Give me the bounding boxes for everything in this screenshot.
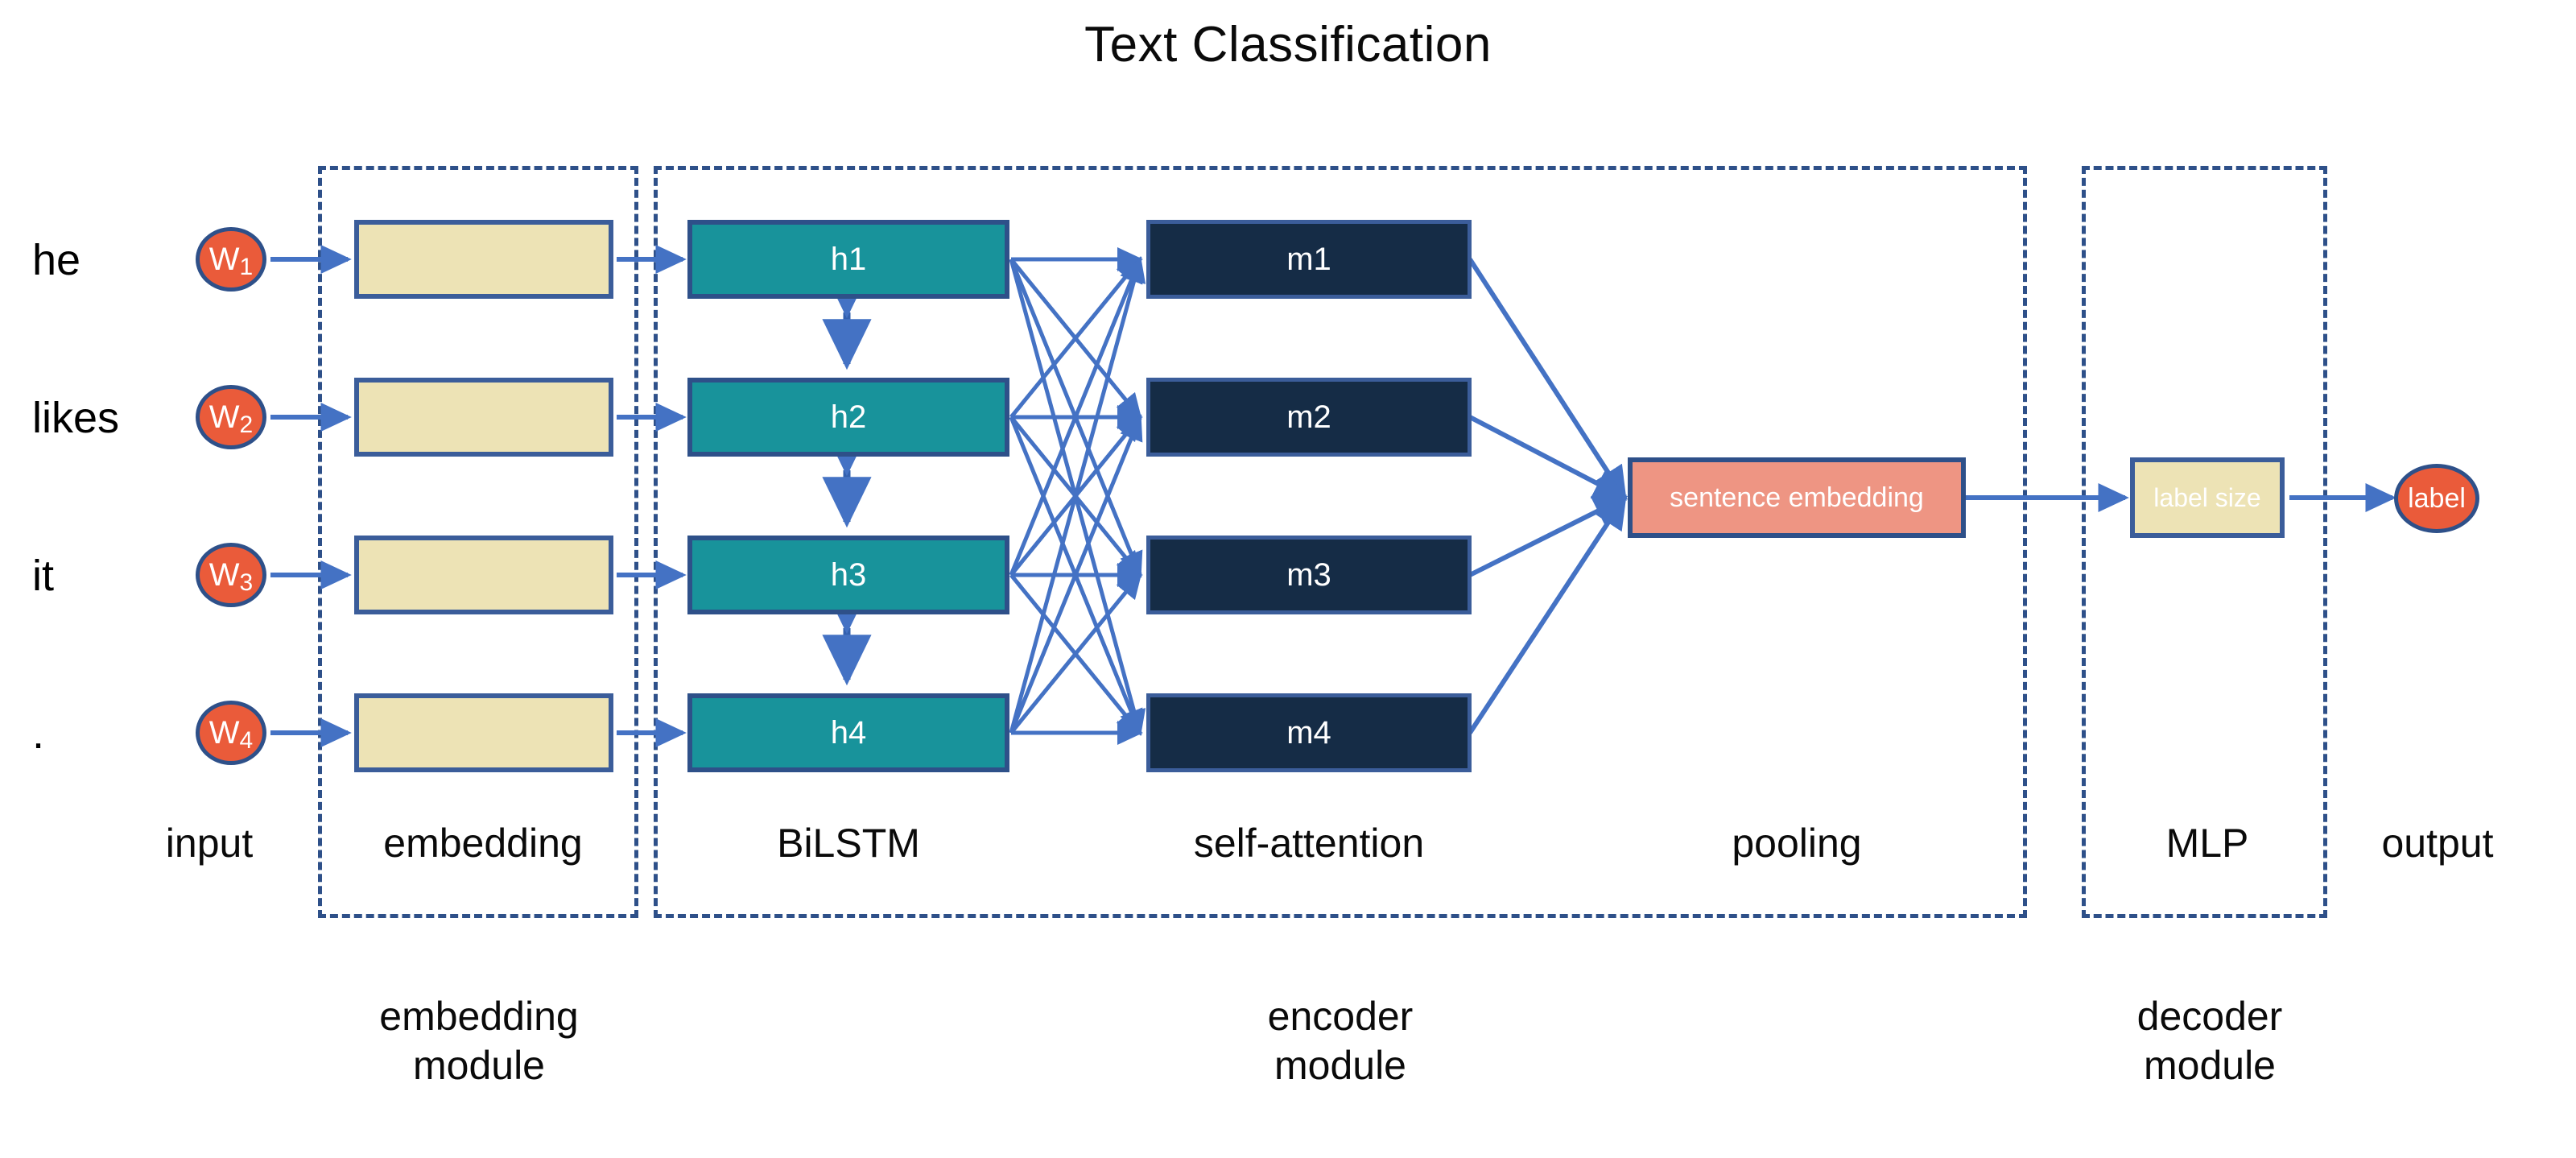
- bilstm-unit-h3[interactable]: h3: [687, 536, 1009, 614]
- embedding-box-3[interactable]: [354, 536, 613, 614]
- token-node-w2-label: W2: [208, 399, 254, 438]
- token-node-w4-label: W4: [208, 714, 254, 754]
- sentence-embedding-box[interactable]: sentence embedding: [1628, 457, 1966, 538]
- decoder-module-boundary: [2082, 166, 2327, 918]
- bilstm-unit-h1[interactable]: h1: [687, 220, 1009, 299]
- attention-unit-m2[interactable]: m2: [1146, 378, 1472, 457]
- attention-unit-m1[interactable]: m1: [1146, 220, 1472, 299]
- module-label-embedding-line2: module: [413, 1043, 545, 1088]
- embedding-box-2[interactable]: [354, 378, 613, 457]
- module-label-encoder-line1: encoder: [1267, 994, 1414, 1039]
- output-label-node[interactable]: label: [2394, 464, 2479, 533]
- module-label-decoder-line2: module: [2144, 1043, 2276, 1088]
- embedding-box-1[interactable]: [354, 220, 613, 299]
- stage-label-pooling: pooling: [1732, 821, 1862, 866]
- module-label-decoder-line1: decoder: [2136, 994, 2283, 1039]
- stage-label-mlp: MLP: [2165, 821, 2249, 866]
- embedding-box-4[interactable]: [354, 693, 613, 772]
- label-size-box[interactable]: label size: [2130, 457, 2285, 538]
- bilstm-unit-h2[interactable]: h2: [687, 378, 1009, 457]
- token-node-w3[interactable]: W3: [196, 543, 266, 607]
- stage-label-output: output: [2381, 821, 2494, 866]
- attention-unit-m3[interactable]: m3: [1146, 536, 1472, 614]
- bilstm-unit-h4[interactable]: h4: [687, 693, 1009, 772]
- token-node-w3-label: W3: [208, 556, 254, 596]
- token-node-w4[interactable]: W4: [196, 701, 266, 765]
- module-label-embedding-line1: embedding: [379, 994, 579, 1039]
- module-label-decoder: decoder module: [2053, 992, 2367, 1090]
- module-label-encoder: encoder module: [1183, 992, 1497, 1090]
- token-node-w1[interactable]: W1: [196, 227, 266, 292]
- stage-label-self-attention: self-attention: [1193, 821, 1425, 866]
- module-label-encoder-line2: module: [1274, 1043, 1406, 1088]
- stage-label-input: input: [165, 821, 254, 866]
- input-word-3: it: [32, 552, 54, 600]
- attention-unit-m4[interactable]: m4: [1146, 693, 1472, 772]
- module-label-embedding: embedding module: [322, 992, 636, 1090]
- stage-label-embedding: embedding: [383, 821, 583, 866]
- encoder-module-boundary: [654, 166, 2027, 918]
- token-node-w1-label: W1: [208, 241, 254, 280]
- input-word-2: likes: [32, 394, 120, 442]
- input-word-1: he: [32, 236, 81, 284]
- page-title: Text Classification: [1084, 17, 1492, 72]
- embedding-module-boundary: [318, 166, 638, 918]
- input-word-4: .: [32, 709, 45, 758]
- stage-label-bilstm: BiLSTM: [777, 821, 920, 866]
- token-node-w2[interactable]: W2: [196, 385, 266, 449]
